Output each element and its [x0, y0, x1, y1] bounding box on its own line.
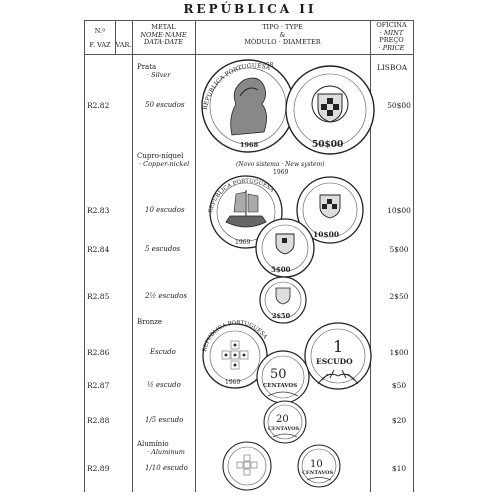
- coin-1-escudo-reverse: 1 ESCUDO: [304, 322, 372, 390]
- ref-number: R2.84: [87, 245, 110, 254]
- price: 1$00: [389, 348, 409, 357]
- header-number: N.º F. VAZ: [89, 27, 111, 49]
- coin-20-centavos: 20 CENTAVOS: [263, 400, 307, 444]
- coin-10-centavos-obverse: [222, 441, 272, 491]
- header-metal: METAL NOME·NAME DATA·DATE: [140, 23, 187, 46]
- column-divider: [115, 20, 116, 55]
- denomination: Escudo: [150, 348, 176, 356]
- denomination: 1/10 escudo: [145, 464, 188, 472]
- ref-number: R2.85: [87, 292, 110, 301]
- coin-10-escudos-reverse: 10$00: [296, 176, 364, 244]
- coin-number: 50: [270, 367, 287, 382]
- price: 2$50: [389, 292, 409, 301]
- metal-section-copper-nickel: Cupro-níquel · Copper-nickel: [137, 152, 190, 168]
- ref-number: R2.83: [87, 206, 110, 215]
- metal-section-bronze: Bronze: [137, 318, 163, 326]
- coin-number: 1: [333, 337, 343, 356]
- column-divider: [195, 20, 196, 492]
- coin-value: 50$00: [312, 140, 343, 150]
- column-divider: [84, 20, 85, 492]
- coin-2-50-escudos: 2$50: [259, 276, 307, 324]
- coin-year: 1969: [225, 379, 240, 386]
- coin-value: 5$00: [271, 265, 291, 274]
- coin-50-escudos-reverse: 50$00: [285, 65, 375, 155]
- coin-year: 1968: [240, 141, 259, 149]
- coin-value: 10$00: [313, 230, 339, 239]
- denomination: 50 escudos: [145, 101, 185, 109]
- coin-5-escudos: 5$00: [255, 218, 315, 278]
- denomination: 10 escudos: [145, 206, 185, 214]
- header-rule: [84, 54, 414, 55]
- coin-word: CENTAVOS: [302, 470, 333, 476]
- coin-year: 1969: [235, 239, 250, 246]
- ref-number: R2.89: [87, 464, 110, 473]
- price: 5$00: [389, 245, 409, 254]
- coin-50-centavos: 50 CENTAVOS: [256, 350, 310, 404]
- coin-word: CENTAVOS: [268, 426, 299, 432]
- header-variant: VAR.: [115, 41, 132, 49]
- ref-number: R2.86: [87, 348, 110, 357]
- denomination: 5 escudos: [145, 245, 181, 253]
- coin-number: 20: [276, 414, 289, 425]
- page-title: REPÚBLICA II: [183, 2, 317, 16]
- coin-value: 2$50: [272, 312, 291, 320]
- coin-number: 10: [310, 459, 323, 470]
- denomination: ½ escudo: [147, 381, 181, 389]
- price: $20: [391, 416, 407, 425]
- column-divider: [132, 20, 133, 492]
- table-top-rule: [84, 20, 414, 21]
- metal-section-silver: Prata · Silver: [137, 63, 171, 79]
- ref-number: R2.82: [87, 101, 110, 110]
- year-label: 1969: [273, 169, 289, 176]
- mint-value: LISBOA: [376, 63, 408, 72]
- column-divider: [413, 20, 414, 492]
- header-mint: OFICINA · MINT PREÇO · PRICE: [376, 21, 407, 52]
- denomination: 1/5 escudo: [145, 416, 184, 424]
- coin-50-escudos-obverse: REPUBLICA PORTUGUESA 1968: [201, 59, 295, 153]
- column-divider: [370, 20, 371, 492]
- price: $50: [391, 381, 407, 390]
- ref-number: R2.88: [87, 416, 110, 425]
- ref-number: R2.87: [87, 381, 110, 390]
- metal-section-aluminum: Alumínio · Aluminum: [137, 440, 185, 456]
- coin-word: CENTAVOS: [263, 383, 297, 389]
- coin-word: ESCUDO: [316, 357, 353, 366]
- price: 10$00: [387, 206, 411, 215]
- new-system-note: (Novo sistema · New system): [236, 161, 325, 168]
- coin-10-centavos-reverse: 10 CENTAVOS: [297, 444, 341, 488]
- price: $10: [391, 464, 407, 473]
- price: 50$00: [387, 101, 411, 110]
- denomination: 2½ escudos: [145, 292, 187, 300]
- header-type: TIPO · TYPE & MÓDULO · DIAMETER: [244, 23, 321, 46]
